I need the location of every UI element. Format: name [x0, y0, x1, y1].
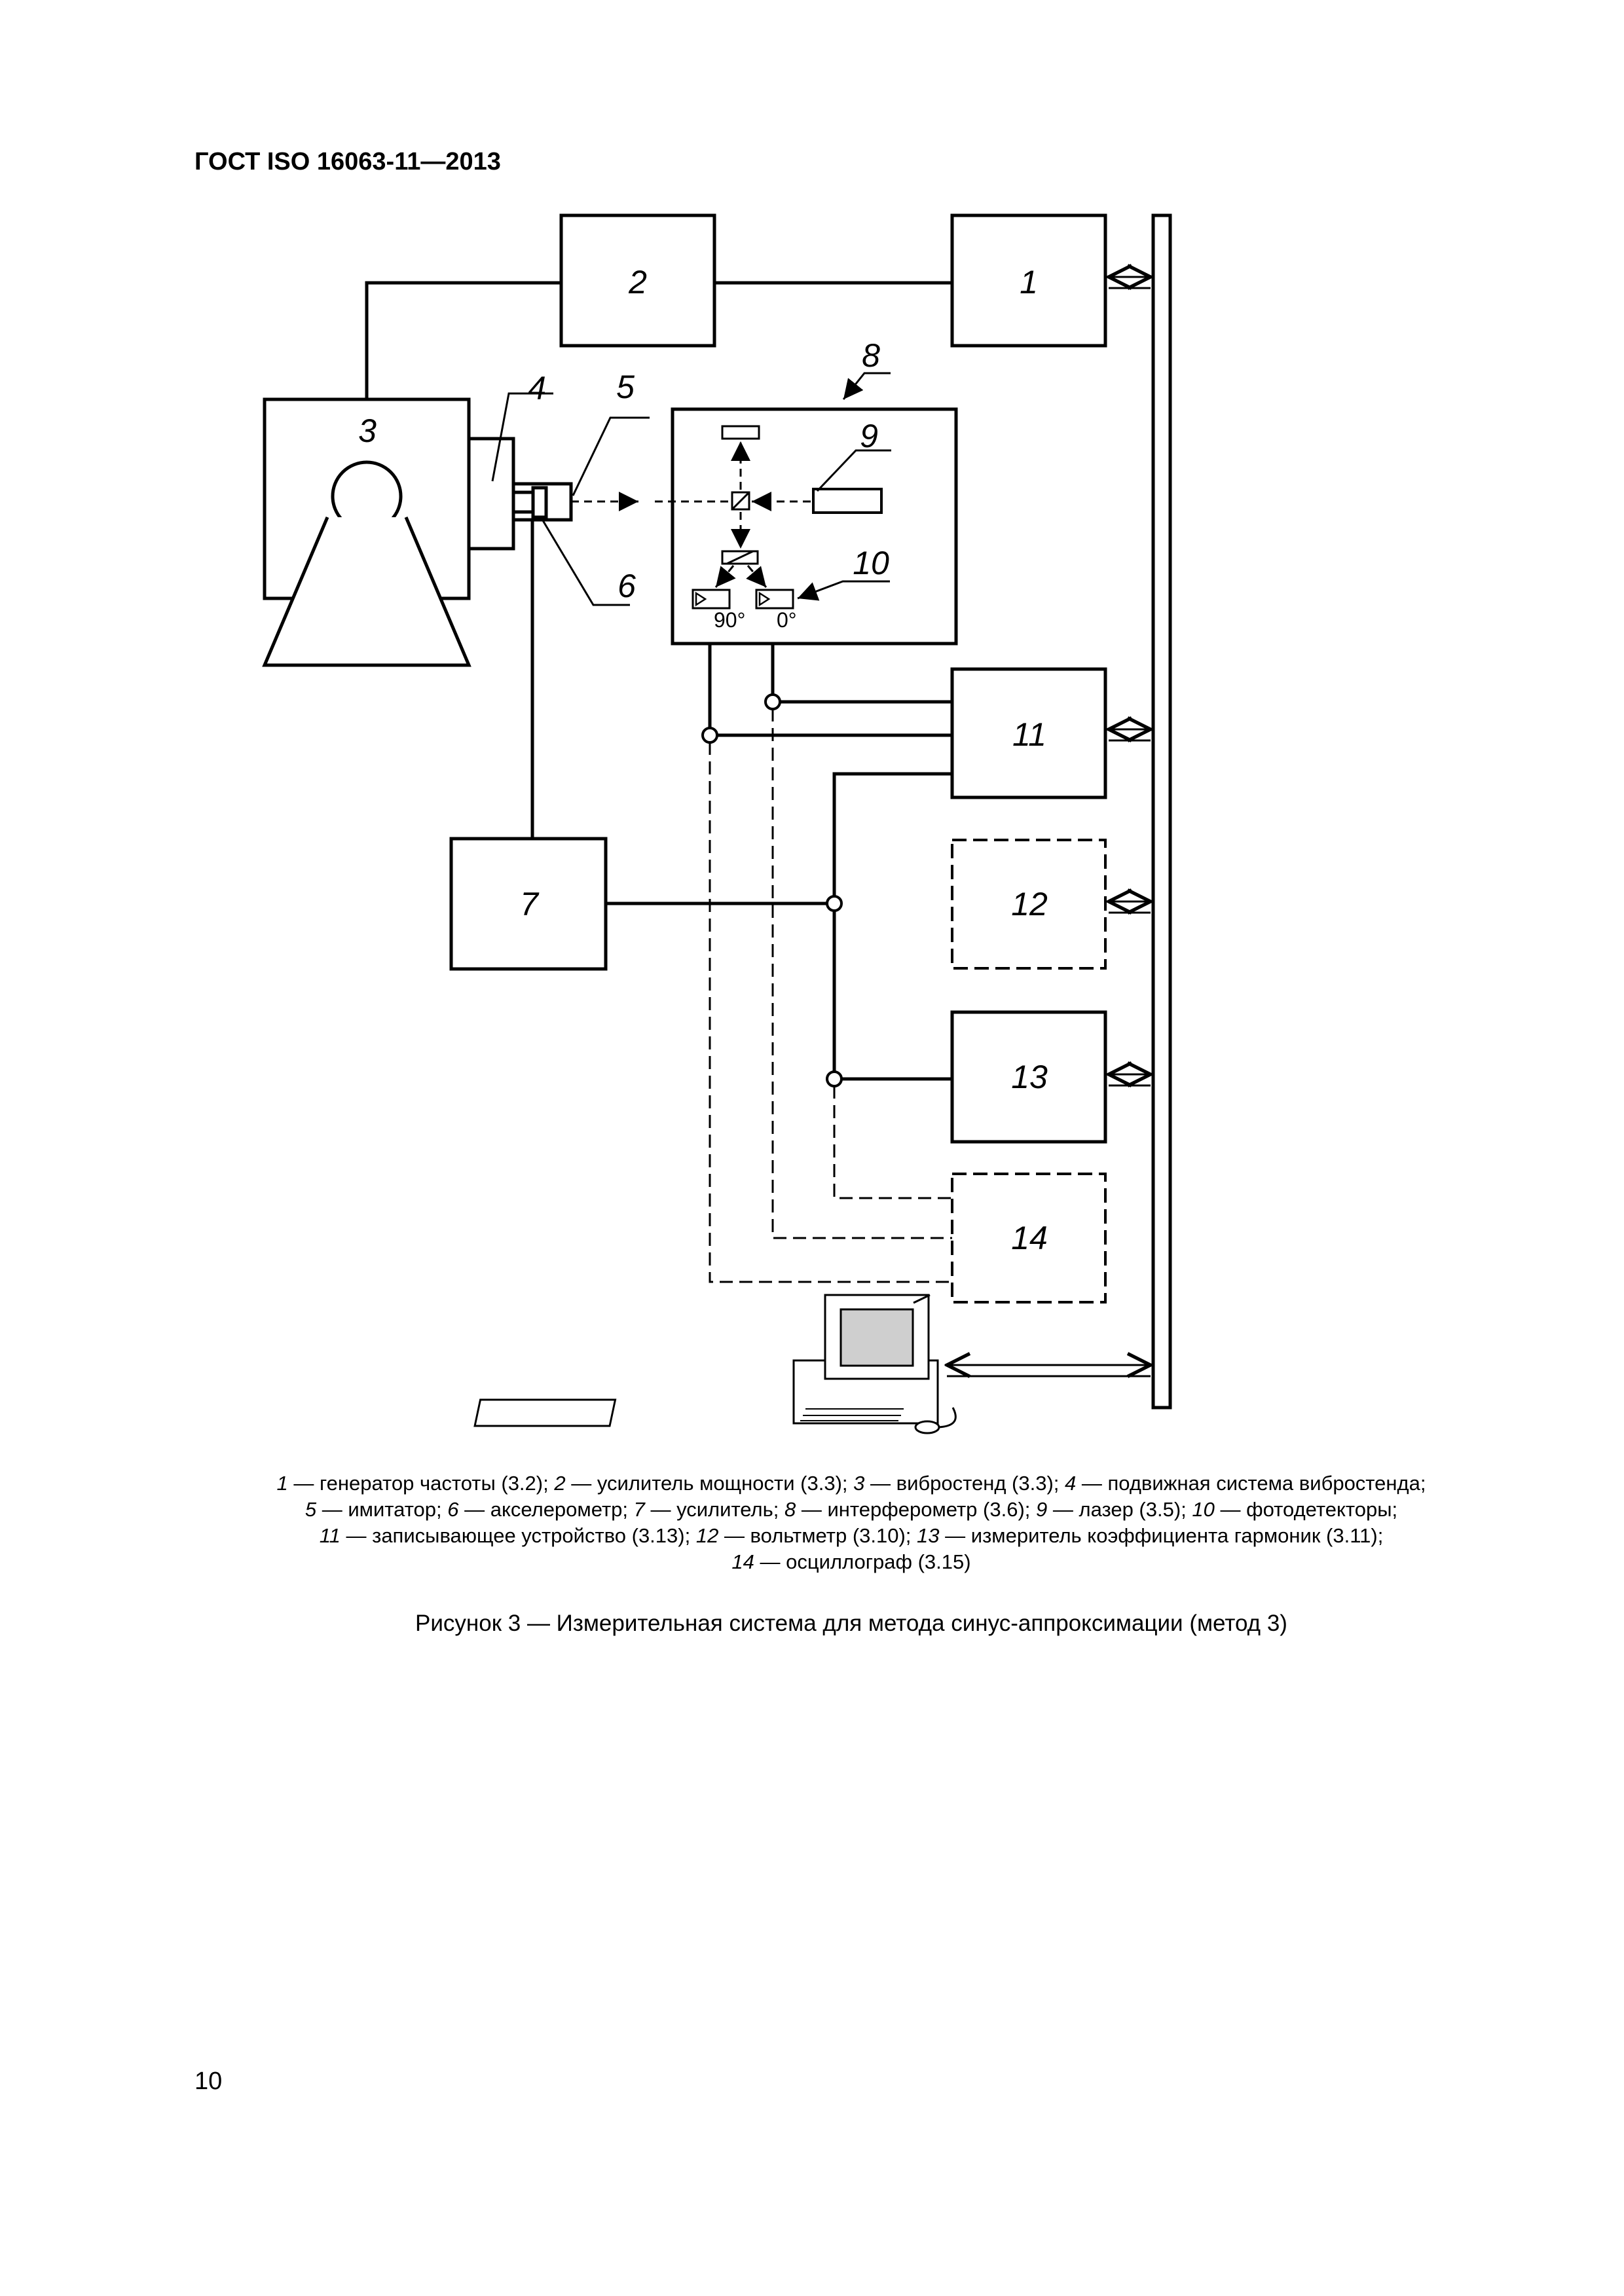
- block-9-laser: [812, 488, 883, 514]
- label-5: 5: [616, 369, 635, 405]
- legend-line: 5 — имитатор; 6 — акселерометр; 7 — усил…: [131, 1497, 1572, 1523]
- exciter-base: [262, 517, 471, 667]
- label-0-degrees: 0°: [777, 608, 797, 632]
- legend-item-text: — записывающее устройство (3.13);: [340, 1524, 696, 1547]
- figure-caption: Рисунок 3 — Измерительная система для ме…: [415, 1611, 1287, 1636]
- computer-icon: [473, 1294, 957, 1434]
- legend-item-text: — усилитель мощности (3.3);: [565, 1472, 854, 1495]
- legend-item-number: 10: [1192, 1498, 1215, 1521]
- block-13-distortion-meter: [950, 1010, 1107, 1144]
- measurement-system-diagram: 2 1 3 4 5 6 7 8 9 10 11 12 13 14 90° 0°: [262, 213, 1172, 1434]
- legend-item-number: 12: [695, 1524, 719, 1547]
- legend-item-number: 13: [917, 1524, 940, 1547]
- legend-line: 14 — осциллограф (3.15): [131, 1549, 1572, 1575]
- photodetector-0: [755, 589, 794, 610]
- page-number: 10: [194, 2068, 223, 2095]
- photodetector-90: [692, 589, 731, 610]
- legend-item-number: 4: [1065, 1472, 1077, 1495]
- legend-item-number: 14: [731, 1550, 754, 1573]
- label-2: 2: [628, 264, 647, 301]
- legend-item-number: 1: [276, 1472, 288, 1495]
- legend-line: 11 — записывающее устройство (3.13); 12 …: [131, 1523, 1572, 1549]
- legend-item-number: 3: [853, 1472, 865, 1495]
- figure-legend: 1 — генератор частоты (3.2); 2 — усилите…: [131, 1470, 1572, 1575]
- legend-item-text: — осциллограф (3.15): [754, 1550, 971, 1573]
- beam-splitter: [731, 491, 750, 511]
- label-8: 8: [862, 337, 880, 374]
- legend-item-number: 8: [784, 1498, 796, 1521]
- label-12: 12: [1011, 886, 1048, 922]
- legend-line: 1 — генератор частоты (3.2); 2 — усилите…: [131, 1470, 1572, 1497]
- label-10: 10: [853, 545, 889, 581]
- label-11: 11: [1012, 716, 1046, 753]
- label-14: 14: [1011, 1220, 1048, 1256]
- legend-item-number: 11: [319, 1524, 341, 1547]
- label-4: 4: [528, 370, 546, 407]
- legend-item-number: 2: [554, 1472, 566, 1495]
- label-13: 13: [1011, 1059, 1048, 1095]
- legend-item-text: — генератор частоты (3.2);: [287, 1472, 555, 1495]
- legend-item-text: — усилитель;: [644, 1498, 784, 1521]
- label-3: 3: [358, 412, 377, 449]
- label-9: 9: [860, 418, 878, 454]
- block-8-interferometer: [671, 407, 958, 646]
- label-7: 7: [520, 886, 540, 922]
- legend-item-text: — измеритель коэффициента гармоник (3.11…: [939, 1524, 1384, 1547]
- legend-item-text: — вольтметр (3.10);: [718, 1524, 917, 1547]
- block-14-oscilloscope: [951, 1173, 1107, 1303]
- label-1: 1: [1020, 264, 1038, 301]
- block-2-power-amplifier: [559, 213, 716, 348]
- mirror-top: [721, 425, 760, 440]
- polarizing-element: [721, 550, 759, 565]
- label-90-degrees: 90°: [714, 608, 745, 632]
- legend-item-number: 5: [304, 1498, 317, 1521]
- block-1-frequency-generator: [950, 213, 1107, 348]
- legend-item-number: 6: [447, 1498, 459, 1521]
- legend-item-number: 9: [1036, 1498, 1048, 1521]
- block-11-recorder: [950, 667, 1107, 799]
- legend-item-text: — вибростенд (3.3);: [864, 1472, 1065, 1495]
- legend-item-text: — лазер (3.5);: [1047, 1498, 1192, 1521]
- label-6: 6: [618, 568, 636, 604]
- block-12-voltmeter: [951, 839, 1107, 970]
- legend-item-text: — имитатор;: [316, 1498, 448, 1521]
- legend-item-number: 7: [633, 1498, 645, 1521]
- interface-bus: [1151, 213, 1172, 1410]
- block-4-moving-element: [467, 437, 515, 551]
- legend-item-text: — подвижная система вибростенда;: [1076, 1472, 1426, 1495]
- legend-item-text: — акселерометр;: [458, 1498, 634, 1521]
- legend-item-text: — интерферометр (3.6);: [796, 1498, 1036, 1521]
- legend-item-text: — фотодетекторы;: [1214, 1498, 1398, 1521]
- document-header: ГОСТ ISO 16063-11—2013: [194, 148, 501, 175]
